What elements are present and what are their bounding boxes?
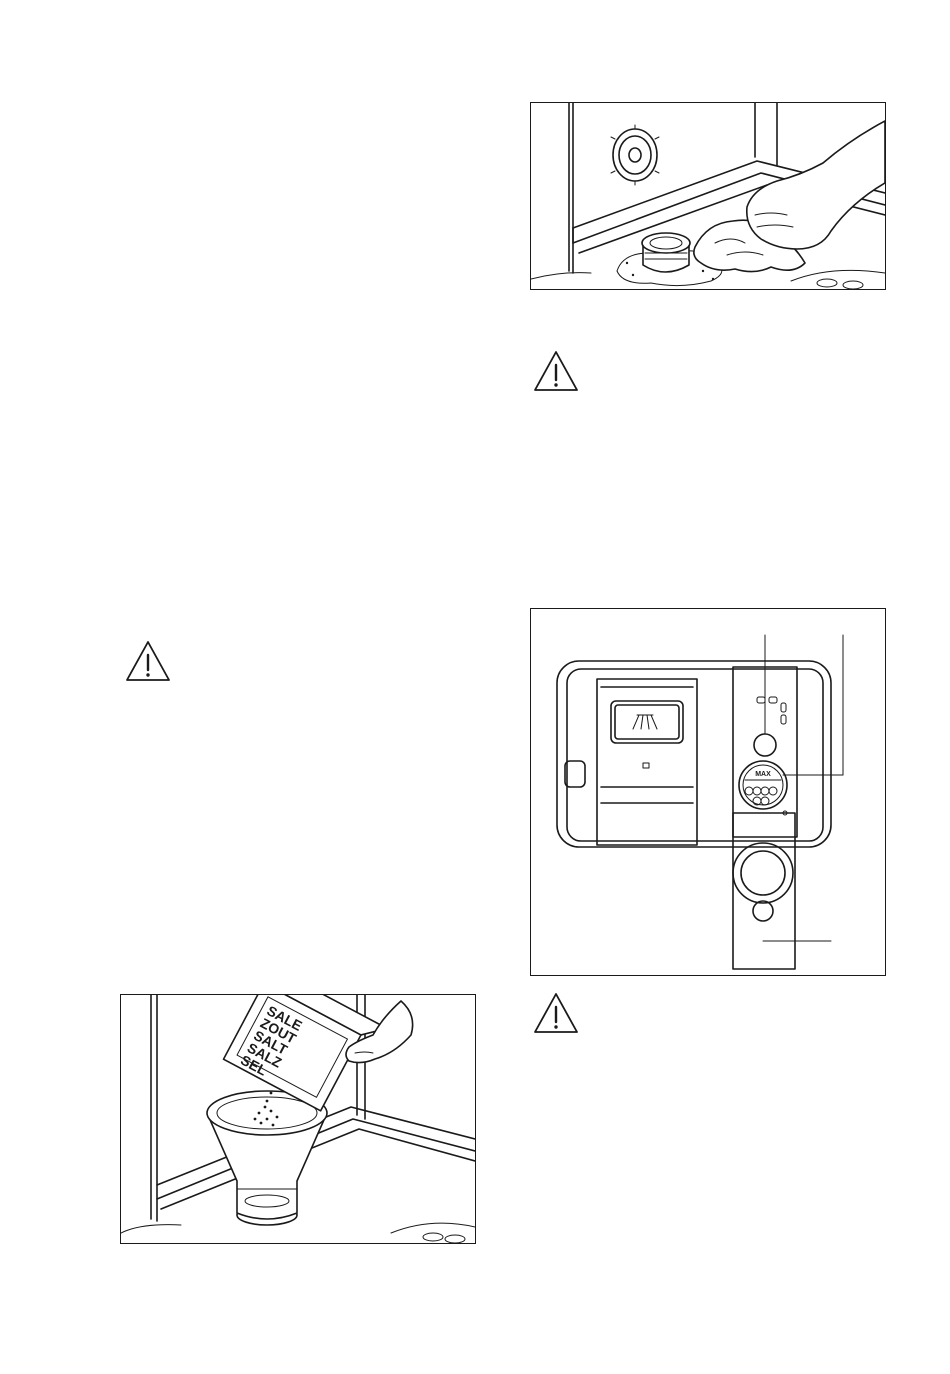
dispenser-drawing: MAX bbox=[531, 609, 885, 975]
illustration-detergent-dispenser: MAX bbox=[530, 608, 886, 976]
illustration-wipe-salt-cap bbox=[530, 102, 886, 290]
hand bbox=[747, 121, 885, 249]
illustration-fill-salt: SALE ZOUT SALT SALZ SEL bbox=[120, 994, 476, 1244]
salt-container-cap bbox=[642, 233, 690, 272]
warning-icon bbox=[532, 991, 580, 1035]
warning-icon bbox=[124, 639, 172, 683]
wash-symbol-icon bbox=[633, 715, 657, 729]
funnel bbox=[207, 1091, 327, 1219]
rinse-aid-dial: MAX bbox=[739, 761, 787, 809]
detergent-compartment-lid bbox=[597, 679, 697, 845]
spray-nozzle bbox=[611, 125, 659, 185]
warning-icon bbox=[532, 349, 580, 393]
wipe-salt-cap-drawing bbox=[531, 103, 885, 289]
fill-salt-drawing: SALE ZOUT SALT SALZ SEL bbox=[121, 995, 475, 1243]
dial-max-label: MAX bbox=[755, 771, 771, 778]
